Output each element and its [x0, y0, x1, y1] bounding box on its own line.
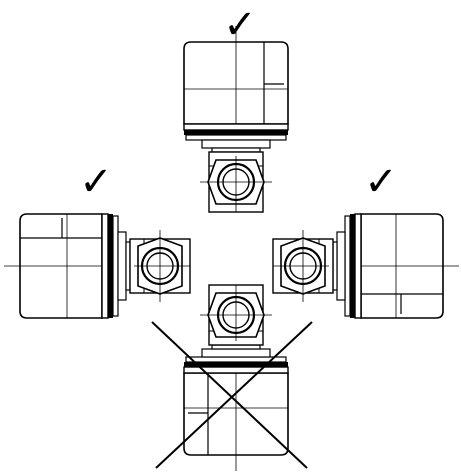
orientation-bottom — [182, 283, 290, 473]
check-mark-top-icon: ✓ — [223, 2, 257, 48]
orientation-right — [271, 212, 461, 320]
orientation-left — [2, 212, 192, 320]
check-mark-left-icon: ✓ — [79, 159, 113, 205]
check-mark-right-icon: ✓ — [364, 159, 398, 205]
cross-mark-bottom-icon — [151, 321, 313, 469]
orientation-top — [182, 24, 290, 214]
